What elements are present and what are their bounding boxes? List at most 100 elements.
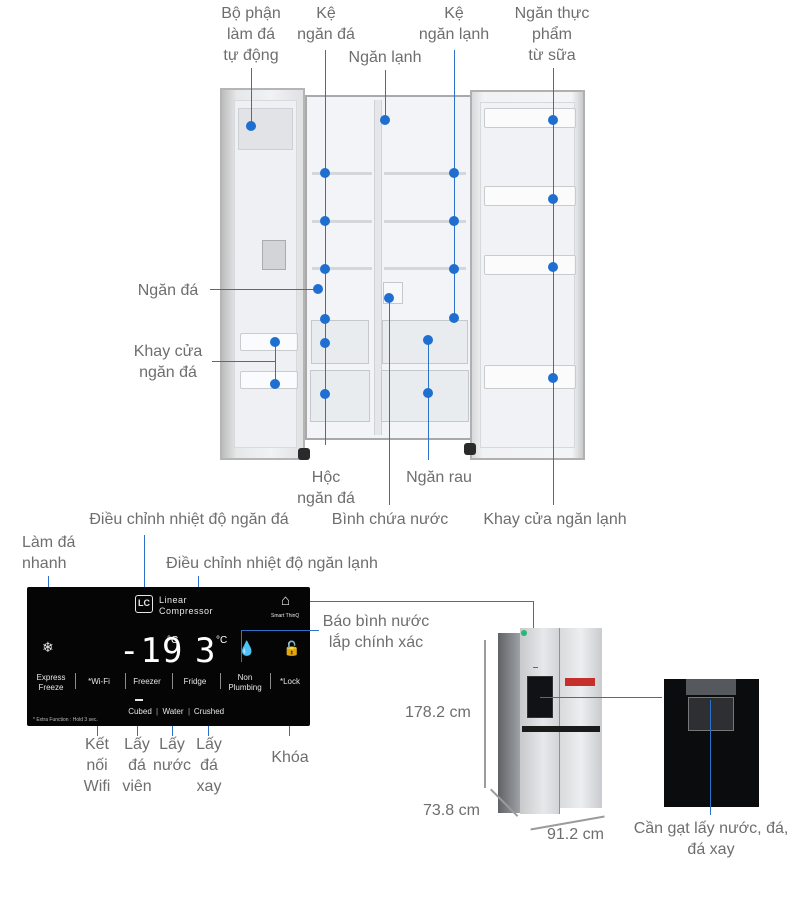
marker-dot	[423, 335, 433, 345]
fridge-temp-unit: °C	[216, 635, 228, 646]
smart-home-icon[interactable]: ⌂	[281, 592, 291, 609]
marker-dot	[548, 262, 558, 272]
fridge-shelf	[384, 220, 466, 223]
label-crushed: Lấy đá xay	[196, 736, 222, 795]
leader-line	[172, 726, 174, 736]
foot	[298, 448, 310, 460]
door-handle	[522, 726, 600, 732]
freezer-door	[220, 88, 305, 460]
divider	[220, 673, 221, 689]
leader-line	[241, 630, 319, 632]
label-freezer-drawer: Hộc ngăn đá	[297, 469, 355, 507]
label-express-freeze: Làm đá nhanh	[22, 534, 76, 572]
fridge-shelf	[384, 267, 466, 270]
dimension-depth: 73.8 cm	[423, 802, 480, 819]
door-sticker	[262, 240, 286, 270]
non-plumbing-button[interactable]: Non Plumbing	[228, 673, 262, 692]
leader-line	[289, 726, 291, 736]
leader-line	[325, 50, 327, 445]
leader-line	[533, 667, 538, 669]
label-cubed: Lấy đá viên	[122, 736, 152, 795]
dispenser-top	[686, 679, 736, 695]
fridge-right-door	[560, 628, 602, 808]
marker-dot	[246, 121, 256, 131]
label-fridge-shelf: Kệ ngăn lạnh	[418, 5, 490, 43]
leader-line	[428, 340, 430, 460]
fridge-shelf	[384, 172, 466, 175]
fridge-temp-display: 3	[195, 631, 217, 671]
label-ice-maker: Bộ phận làm đá tự động	[221, 5, 281, 64]
leader-line	[710, 700, 712, 815]
leader-line	[210, 289, 318, 291]
marker-dot	[449, 313, 459, 323]
center-divider	[374, 100, 382, 435]
leader-line	[454, 50, 456, 320]
marker-dot	[423, 388, 433, 398]
fridge-door-bin	[484, 365, 576, 389]
leader-line	[385, 70, 387, 120]
leader-line	[137, 726, 139, 736]
snowflake-icon[interactable]: ❄	[42, 639, 54, 655]
freezer-door-bin	[240, 333, 298, 351]
marker-dot	[313, 284, 323, 294]
marker-dot	[449, 216, 459, 226]
marker-dot	[548, 373, 558, 383]
label-fridge-door-bins: Khay cửa ngăn lạnh	[483, 511, 627, 528]
cubed-button[interactable]: Cubed	[128, 707, 152, 716]
lock-button[interactable]: *Lock	[279, 677, 300, 686]
lc-logo: LC	[135, 595, 153, 613]
label-fridge-temp: Điều chỉnh nhiệt độ ngăn lạnh	[166, 555, 378, 572]
height-arrow	[484, 640, 486, 788]
leader-line	[540, 697, 662, 699]
water-button[interactable]: Water	[162, 707, 184, 716]
leader-line	[208, 726, 210, 736]
lock-icon[interactable]: 🔓	[283, 640, 301, 656]
divider: |	[155, 707, 159, 716]
crushed-button[interactable]: Crushed	[193, 707, 225, 716]
freezer-drawer	[310, 370, 370, 422]
marker-dot	[380, 115, 390, 125]
energy-badge	[521, 630, 527, 636]
leader-line	[212, 361, 276, 363]
express-freeze-button[interactable]: Express Freeze	[36, 673, 66, 692]
marker-dot	[320, 264, 330, 274]
leader-line	[310, 601, 534, 603]
marker-dot	[270, 379, 280, 389]
divider	[125, 673, 126, 689]
label-water-tank: Bình chứa nước	[331, 511, 449, 528]
marker-dot	[548, 115, 558, 125]
foot	[464, 443, 476, 455]
fridge-door	[470, 90, 585, 460]
label-dispenser-lever: Cần gạt lấy nước, đá, đá xay	[633, 820, 789, 858]
leader-line	[241, 630, 243, 662]
wifi-button[interactable]: *Wi-Fi	[88, 677, 110, 686]
freezer-temp-unit: °C	[167, 635, 179, 646]
label-dairy-compartment: Ngăn thực phẩm từ sữa	[514, 5, 590, 64]
label-crisper: Ngăn rau	[406, 469, 472, 486]
leader-line	[251, 68, 253, 126]
selected-indicator	[135, 699, 143, 701]
leader-line	[553, 68, 555, 505]
brand-text: Linear Compressor	[159, 595, 214, 616]
marker-dot	[320, 338, 330, 348]
freezer-shelf	[312, 220, 372, 223]
divider	[172, 673, 173, 689]
leader-line	[97, 726, 99, 736]
freezer-shelf	[312, 267, 372, 270]
label-water-tank-alert: Báo bình nước lắp chính xác	[322, 613, 430, 651]
marker-dot	[548, 194, 558, 204]
marker-dot	[449, 168, 459, 178]
label-freezer-temp: Điều chỉnh nhiệt độ ngăn đá	[89, 511, 289, 528]
freezer-button[interactable]: Freezer	[133, 677, 161, 686]
marker-dot	[449, 264, 459, 274]
footnote: * Extra Function : Hold 3 sec.	[33, 717, 98, 723]
fridge-button[interactable]: Fridge	[183, 677, 207, 686]
fridge-side	[498, 633, 520, 813]
dimension-width: 91.2 cm	[547, 826, 604, 843]
marker-dot	[320, 216, 330, 226]
marker-dot	[320, 389, 330, 399]
label-freezer-door-bins: Khay cửa ngăn đá	[133, 343, 203, 381]
dispenser-closeup-image	[664, 679, 759, 807]
leader-line	[275, 342, 277, 382]
divider: |	[187, 707, 191, 716]
